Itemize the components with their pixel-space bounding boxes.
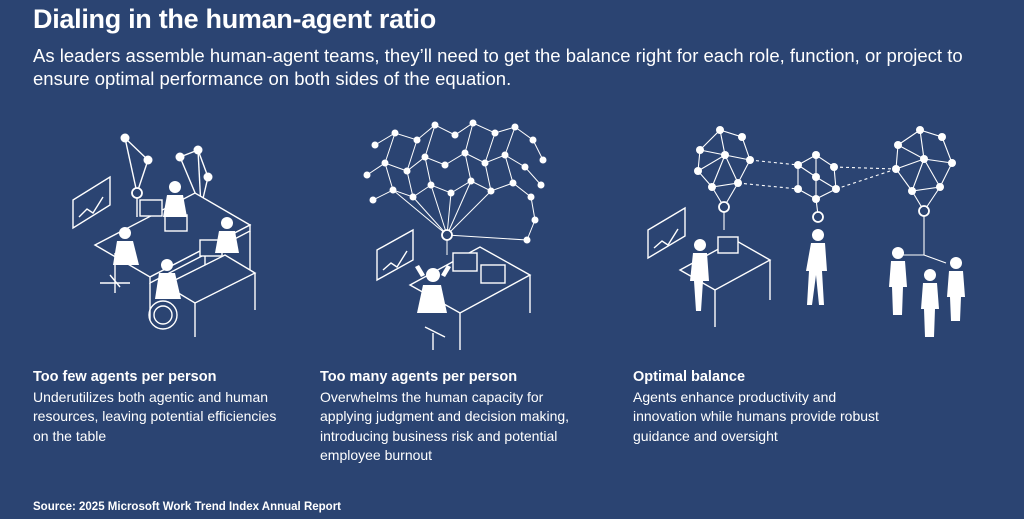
page-subtitle: As leaders assemble human-agent teams, t… (33, 45, 963, 89)
source-citation: Source: 2025 Microsoft Work Trend Index … (33, 501, 342, 513)
column-body: Overwhelms the human capacity for applyi… (320, 388, 570, 464)
column-body: Agents enhance productivity and innovati… (633, 388, 879, 444)
column-heading: Optimal balance (633, 369, 746, 385)
page-title: Dialing in the human-agent ratio (33, 4, 436, 34)
office-team-few-agents-icon (55, 105, 285, 360)
column-heading: Too few agents per person (33, 369, 217, 385)
column-optimal-balance: Optimal balance Agents enhance productiv… (633, 368, 908, 446)
balanced-agent-network-icon (640, 105, 980, 360)
column-too-few-agents: Too few agents per person Underutilizes … (33, 368, 308, 446)
column-body: Underutilizes both agentic and human res… (33, 388, 277, 444)
column-heading: Too many agents per person (320, 369, 518, 385)
column-too-many-agents: Too many agents per person Overwhelms th… (320, 368, 595, 466)
overwhelmed-worker-many-agents-icon (355, 105, 550, 360)
